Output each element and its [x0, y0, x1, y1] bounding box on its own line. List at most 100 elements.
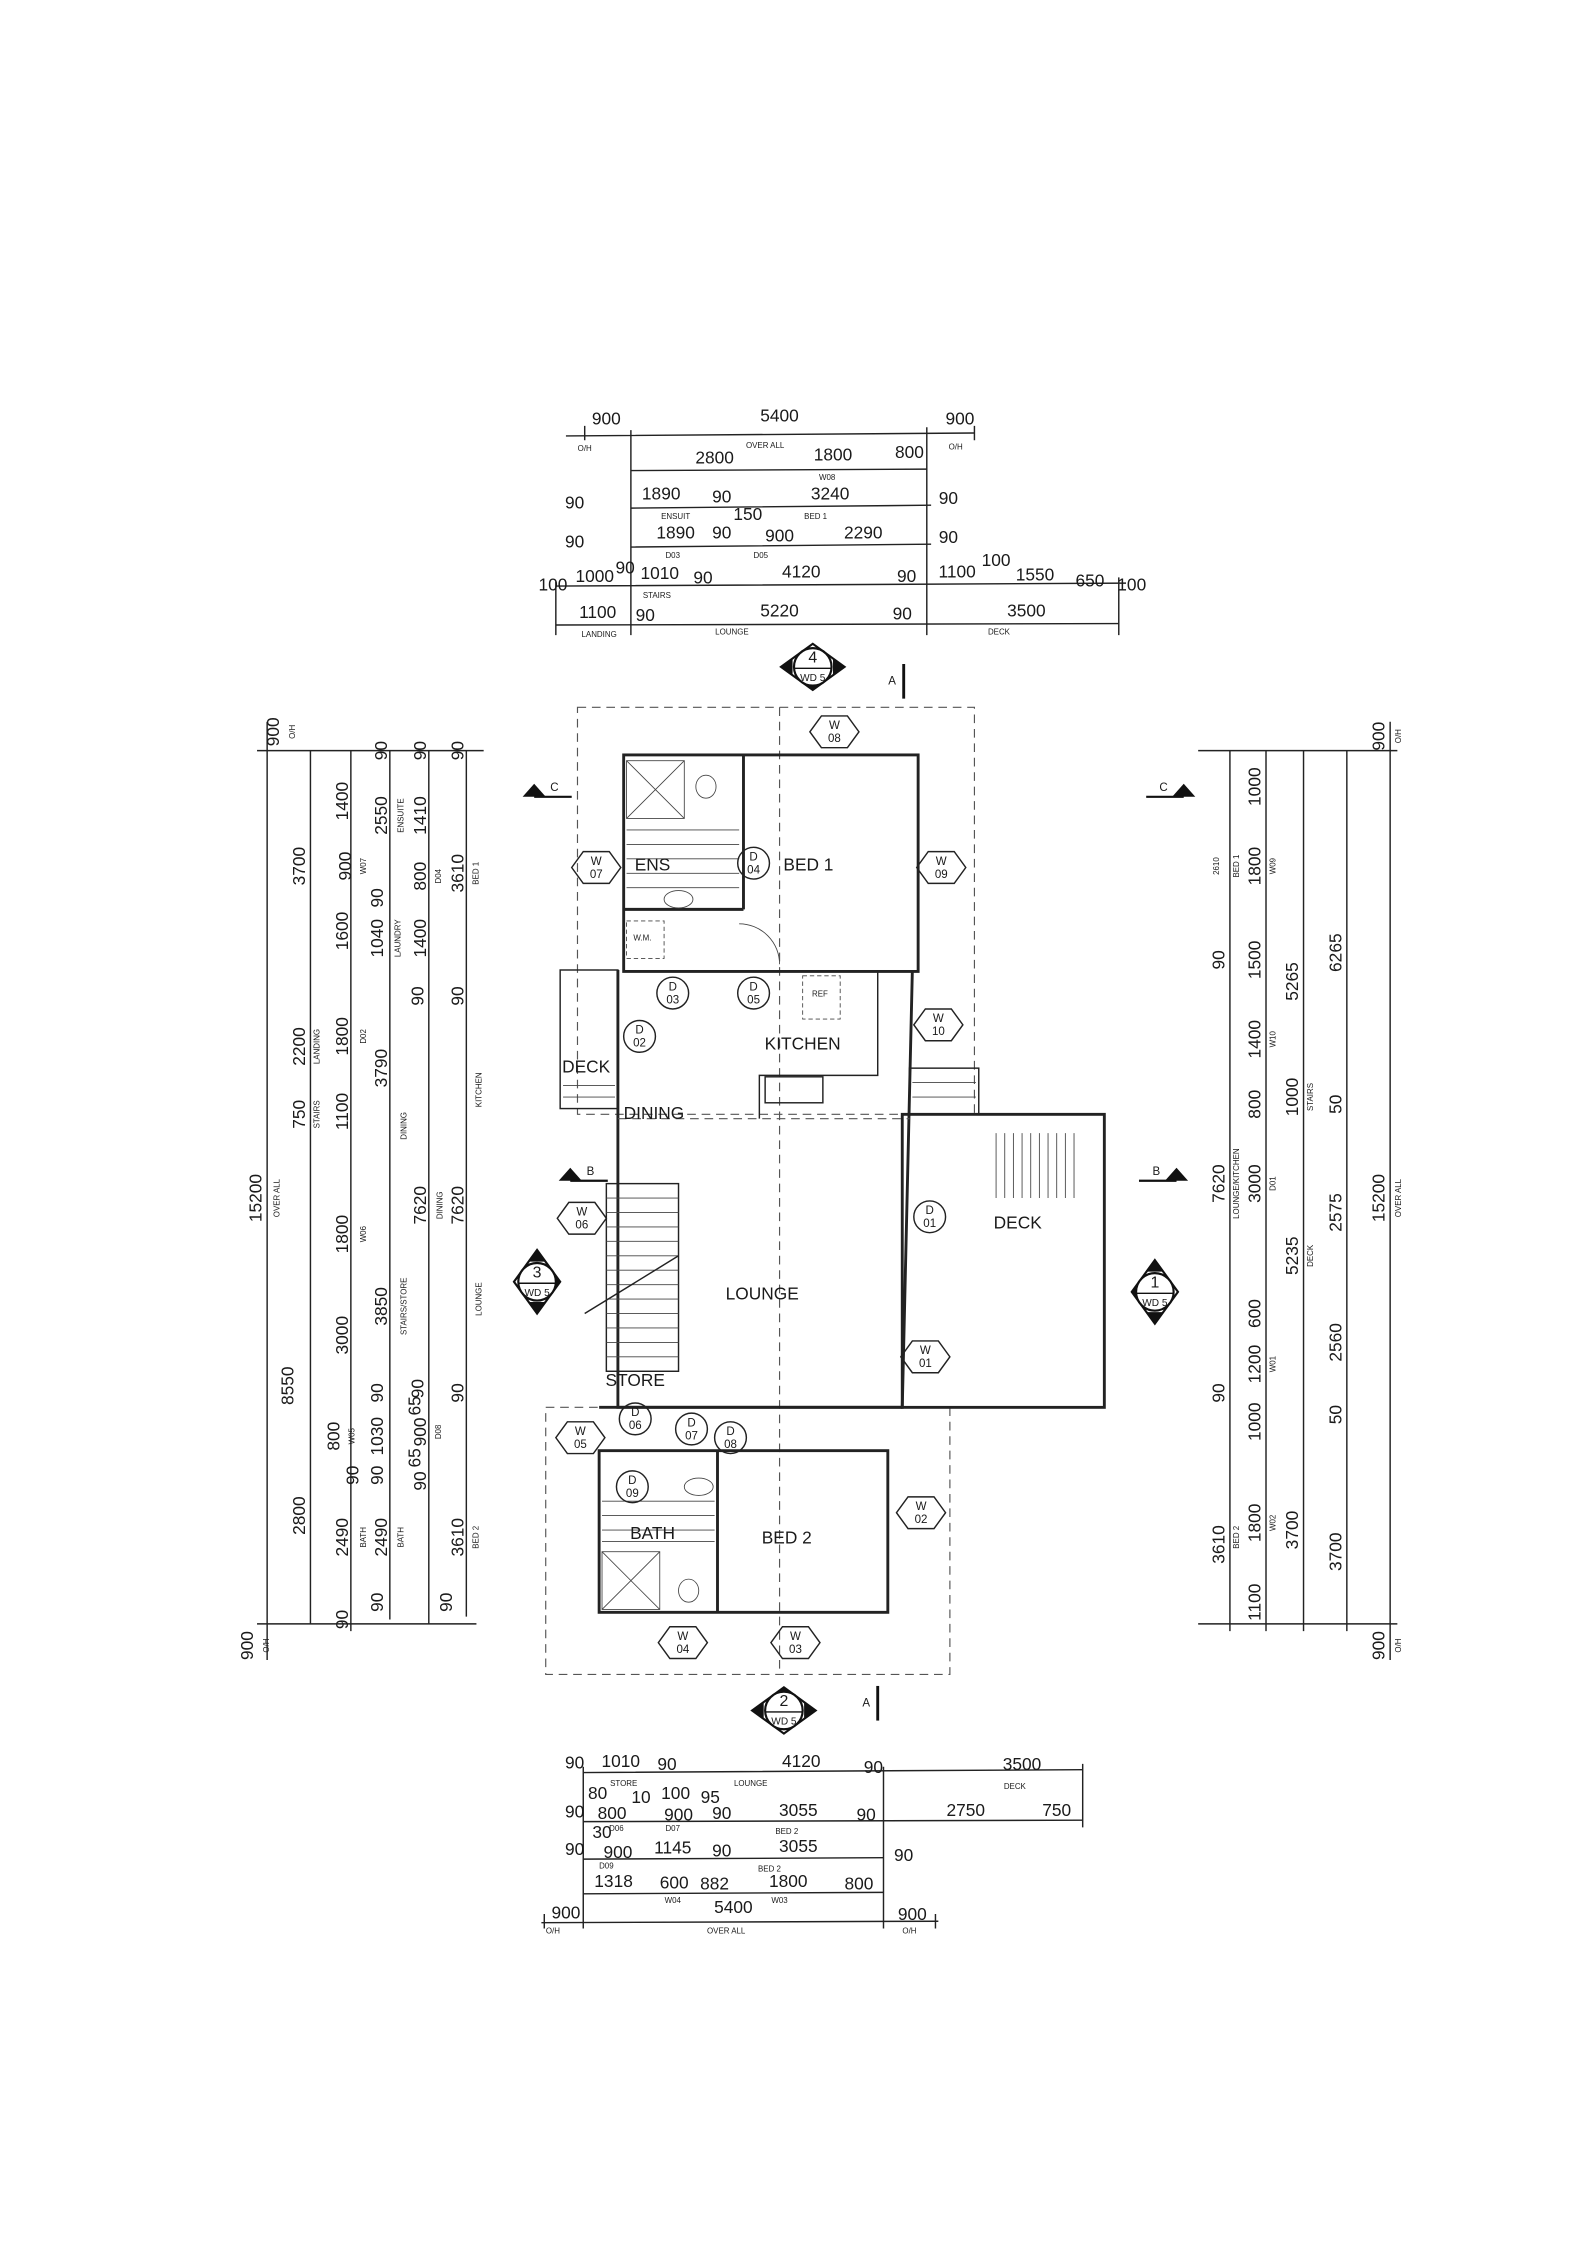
- dimension-value: 1410: [410, 796, 430, 835]
- circle-icon: [736, 976, 771, 1010]
- tag-type: D: [726, 1426, 734, 1438]
- tag-type: D: [687, 1417, 695, 1429]
- dimension-value: 90: [332, 1610, 352, 1629]
- dimension-value: 1800: [332, 1017, 352, 1056]
- dimension-value: 3055: [779, 1836, 818, 1856]
- window-tag: W04: [657, 1626, 709, 1660]
- tag-number: 10: [932, 1026, 945, 1038]
- dimension-value: 1400: [1244, 1020, 1264, 1059]
- dimension-label: BED 1: [804, 512, 827, 521]
- dimension-label: W05: [347, 1427, 356, 1444]
- window-tag: W03: [770, 1626, 821, 1660]
- dimension-value: 3850: [371, 1287, 391, 1326]
- view-number: 3: [533, 1264, 542, 1281]
- tag-number: 08: [724, 1439, 737, 1451]
- dimension-value: 90: [565, 1802, 584, 1822]
- dimension-label: BED 1: [1232, 854, 1241, 877]
- dimension-value: 3240: [811, 484, 850, 504]
- dimension-value: 65: [404, 1396, 424, 1415]
- dimension-label: W09: [1268, 857, 1277, 874]
- section-marker: B: [558, 1166, 608, 1182]
- tag-number: 05: [574, 1439, 587, 1451]
- dimension-value: 15200: [1369, 1174, 1389, 1222]
- dimension-label: DECK: [1004, 1782, 1027, 1791]
- room-label: DECK: [562, 1057, 611, 1077]
- dimension-value: 800: [598, 1803, 627, 1823]
- dimension-value: 900: [263, 717, 283, 746]
- circle-icon: [713, 1421, 748, 1455]
- section-letter: B: [587, 1166, 595, 1178]
- sheet-reference: WD 5: [771, 1717, 797, 1728]
- dimension-value: 882: [700, 1874, 729, 1894]
- dimension-value: 90: [897, 566, 916, 586]
- dimension-value: 2800: [695, 448, 734, 468]
- dimension-value: 90: [712, 1841, 731, 1861]
- dimension-value: 600: [660, 1872, 689, 1892]
- sheet-reference: WD 5: [1142, 1298, 1168, 1309]
- dimension-value: 900: [1369, 1631, 1389, 1660]
- dimension-value: 1030: [367, 1417, 387, 1456]
- view-number: 1: [1150, 1274, 1159, 1291]
- dimension-label: DECK: [1306, 1244, 1315, 1267]
- dimension-value: 90: [448, 986, 468, 1005]
- dimension-value: 1890: [642, 484, 681, 504]
- dimension-value: 800: [895, 442, 924, 462]
- dimension-value: 1800: [814, 445, 853, 465]
- tag-number: 05: [747, 994, 760, 1006]
- dimension-value: 90: [712, 1803, 731, 1823]
- section-marker: C: [522, 782, 572, 798]
- dimension-value: 800: [845, 1874, 874, 1894]
- dimension-label: LOUNGE: [734, 1779, 767, 1788]
- dimension-value: 2490: [332, 1518, 352, 1557]
- dimension-value: 2800: [289, 1496, 309, 1535]
- dimension-value: 650: [1075, 570, 1104, 590]
- tag-number: 01: [923, 1218, 936, 1230]
- dimension-label: OVER ALL: [746, 441, 785, 450]
- dimension-value: 1400: [410, 919, 430, 958]
- tag-type: D: [628, 1475, 636, 1487]
- tag-number: 03: [789, 1644, 802, 1656]
- door-tag: D09: [615, 1470, 649, 1504]
- dimension-value: 2575: [1325, 1193, 1345, 1232]
- dimension-value: 90: [367, 1593, 387, 1612]
- dimension-value: 90: [407, 1379, 427, 1398]
- hexagon-icon: [895, 1496, 947, 1530]
- hexagon-icon: [556, 1201, 608, 1235]
- dimension-value: 1000: [1244, 1403, 1264, 1442]
- tag-type: D: [749, 981, 757, 993]
- dimension-value: 1400: [332, 782, 352, 821]
- room-label: W.M.: [633, 933, 651, 942]
- dimension-value: 7620: [410, 1186, 430, 1225]
- dimension-value: 50: [1325, 1095, 1345, 1114]
- view-reference-marker: 4WD 5: [779, 642, 847, 692]
- dimension-value: 90: [894, 1845, 913, 1865]
- dimension-value: 1010: [641, 563, 680, 583]
- view-reference-marker: 2WD 5: [750, 1686, 818, 1735]
- dimension-value: 90: [636, 605, 655, 625]
- dimension-value: 2290: [844, 523, 883, 543]
- dimension-label: LOUNGE/KITCHEN: [1232, 1148, 1241, 1219]
- dimension-value: 90: [565, 1839, 584, 1859]
- dimension-value: 90: [864, 1757, 883, 1777]
- tag-type: W: [920, 1345, 931, 1357]
- dimension-label: O/H: [262, 1638, 271, 1652]
- room-label: STORE: [606, 1370, 665, 1390]
- dimension-value: 900: [335, 852, 355, 881]
- dimension-value: 1000: [1282, 1078, 1302, 1117]
- dimension-value: 90: [367, 888, 387, 907]
- dimension-label: DINING: [399, 1112, 408, 1140]
- tag-type: D: [926, 1205, 934, 1217]
- dimension-value: 800: [324, 1422, 344, 1451]
- room-label: DINING: [624, 1103, 685, 1123]
- dimension-value: 900: [237, 1631, 257, 1660]
- dimension-label: BED 2: [775, 1827, 798, 1836]
- door-tag: D04: [736, 846, 771, 880]
- dimension-label: STORE: [610, 1779, 637, 1788]
- window-tag: W02: [895, 1496, 947, 1530]
- dimension-label: BED 2: [472, 1526, 481, 1549]
- dimension-value: 1000: [1244, 767, 1264, 806]
- dimension-value: 2560: [1325, 1323, 1345, 1362]
- dimension-label: LANDING: [313, 1029, 322, 1064]
- dimension-label: D04: [434, 868, 443, 883]
- room-label: BED 2: [762, 1527, 812, 1547]
